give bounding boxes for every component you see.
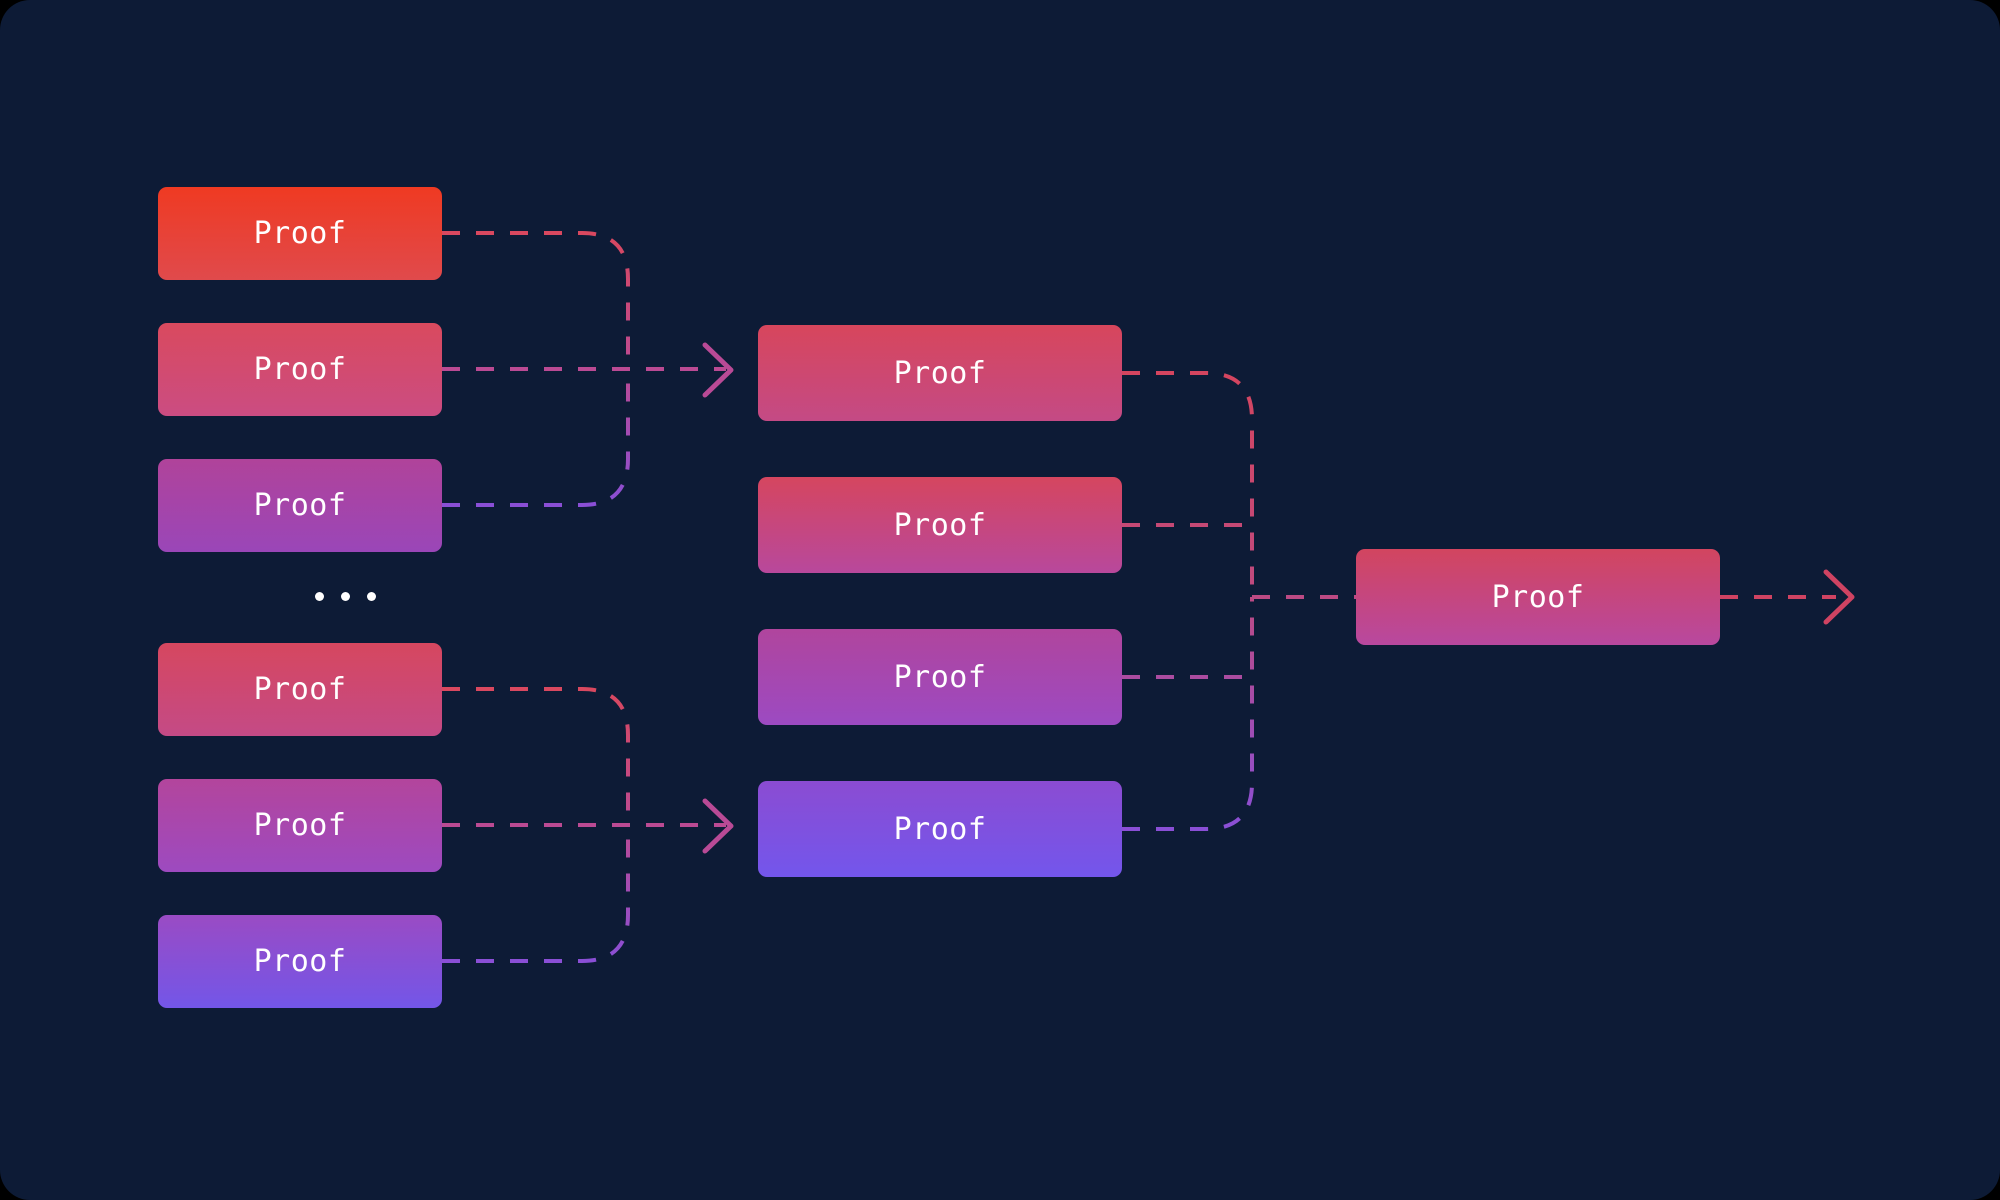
proof-node-L3[interactable]: Proof bbox=[158, 459, 442, 552]
ellipsis-dot bbox=[341, 592, 350, 601]
proof-node-label: Proof bbox=[893, 811, 987, 847]
connector-group-b bbox=[442, 687, 726, 963]
proof-node-L1[interactable]: Proof bbox=[158, 187, 442, 280]
proof-node-L4[interactable]: Proof bbox=[158, 643, 442, 736]
arrowhead-group-b bbox=[702, 798, 734, 854]
wire-L4-to-trunk-b bbox=[442, 687, 630, 825]
proof-node-label: Proof bbox=[253, 944, 347, 979]
connector-group-a bbox=[442, 231, 726, 507]
proof-node-M2[interactable]: Proof bbox=[758, 477, 1122, 573]
ellipsis-dot bbox=[367, 592, 376, 601]
final-output-arrow bbox=[1720, 569, 1855, 625]
proof-node-label: Proof bbox=[893, 507, 987, 543]
proof-node-L2[interactable]: Proof bbox=[158, 323, 442, 416]
proof-node-label: Proof bbox=[253, 672, 347, 707]
proof-node-label: Proof bbox=[253, 488, 347, 523]
proof-node-label: Proof bbox=[253, 216, 347, 251]
arrowhead-output bbox=[1823, 569, 1855, 625]
proof-node-L5[interactable]: Proof bbox=[158, 779, 442, 872]
proof-node-label: Proof bbox=[893, 355, 987, 391]
connector-group-root bbox=[1122, 371, 1356, 831]
proof-node-R1[interactable]: Proof bbox=[1356, 549, 1720, 645]
ellipsis-dot bbox=[315, 592, 324, 601]
proof-node-label: Proof bbox=[253, 808, 347, 843]
wire-L1-to-trunk-a bbox=[442, 231, 630, 369]
proof-node-M4[interactable]: Proof bbox=[758, 781, 1122, 877]
ellipsis-indicator bbox=[315, 592, 376, 601]
wire-L3-to-trunk-a bbox=[442, 369, 630, 507]
proof-node-label: Proof bbox=[1491, 579, 1585, 615]
wire-M1-to-root-trunk bbox=[1122, 371, 1254, 597]
proof-node-label: Proof bbox=[893, 659, 987, 695]
proof-node-M3[interactable]: Proof bbox=[758, 629, 1122, 725]
proof-node-M1[interactable]: Proof bbox=[758, 325, 1122, 421]
arrowhead-group-a bbox=[702, 342, 734, 398]
wire-L6-to-trunk-b bbox=[442, 825, 630, 963]
proof-node-label: Proof bbox=[253, 352, 347, 387]
proof-node-L6[interactable]: Proof bbox=[158, 915, 442, 1008]
wire-M4-to-root-trunk bbox=[1122, 597, 1254, 831]
